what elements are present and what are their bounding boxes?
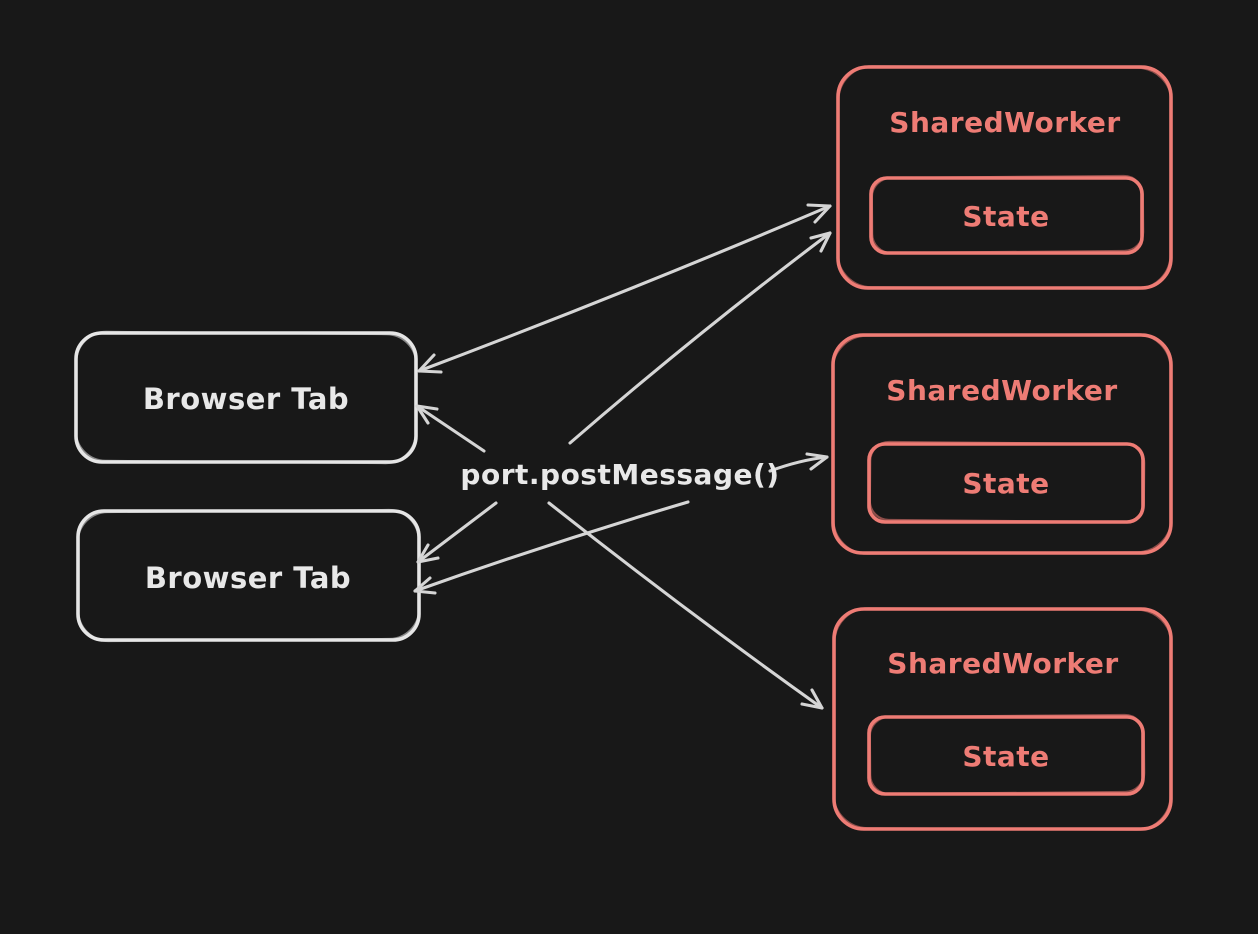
- arrow-label-worker1: [568, 231, 832, 445]
- shared-worker-3-state-label: State: [962, 740, 1049, 773]
- arrow-label-worker1-line: [568, 231, 832, 445]
- arrow-label-tab1: [415, 404, 486, 453]
- arrowhead-at-worker3: [800, 688, 824, 710]
- arrowhead-at-worker2: [805, 452, 829, 471]
- shared-worker-1-state-box-sketch: [870, 174, 1145, 255]
- port-postmessage-label: port.postMessage(): [460, 458, 779, 491]
- arrow-label-tab2-b-line: [413, 500, 690, 593]
- light-labels: Browser Tab Browser Tab port.postMessage…: [143, 382, 779, 595]
- shared-worker-3-label: SharedWorker: [887, 647, 1118, 680]
- arrow-label-tab2-a: [416, 501, 498, 564]
- worker-labels: SharedWorker State SharedWorker State Sh…: [886, 106, 1120, 773]
- browser-tab-boxes: [74, 330, 421, 643]
- arrow-label-worker2: [768, 452, 829, 473]
- arrow-label-tab1-line: [415, 404, 486, 453]
- browser-tab-2-box-sketch: [76, 508, 421, 643]
- browser-tab-2-label: Browser Tab: [145, 561, 351, 595]
- shared-worker-3-state-box-sketch: [868, 713, 1146, 796]
- arrowhead-at-worker1: [806, 203, 832, 224]
- arrowhead-at-tab1: [417, 353, 443, 374]
- shared-worker-1-box-sketch: [836, 65, 1173, 290]
- arrow-tab1-worker1: [417, 203, 832, 374]
- shared-worker-3-box: [832, 607, 1173, 831]
- arrowhead-at-tab1-2: [415, 404, 439, 425]
- shared-worker-1-label: SharedWorker: [889, 106, 1120, 139]
- shared-worker-2-state-box-sketch: [868, 440, 1146, 524]
- shared-worker-boxes: [831, 65, 1173, 831]
- arrow-label-tab2-b: [413, 500, 690, 595]
- arrow-label-tab2-a-line: [416, 501, 498, 564]
- shared-worker-2-state-label: State: [962, 467, 1049, 500]
- arrowhead-at-worker1-2: [809, 231, 832, 253]
- shared-worker-1-state-label: State: [962, 200, 1049, 233]
- browser-tab-1-box-sketch: [74, 330, 418, 465]
- arrow-label-worker3: [547, 501, 824, 710]
- shared-worker-2-label: SharedWorker: [886, 374, 1117, 407]
- shared-worker-3-box-sketch: [832, 607, 1173, 831]
- arrows: [413, 203, 832, 710]
- browser-tab-1-label: Browser Tab: [143, 382, 349, 416]
- arrow-label-worker3-line: [547, 501, 824, 710]
- shared-worker-2-box-sketch: [831, 333, 1173, 555]
- arrowhead-at-tab2-a: [416, 543, 440, 564]
- arrow-tab1-worker1-line: [417, 204, 832, 373]
- arrowhead-at-tab2-b: [413, 576, 437, 595]
